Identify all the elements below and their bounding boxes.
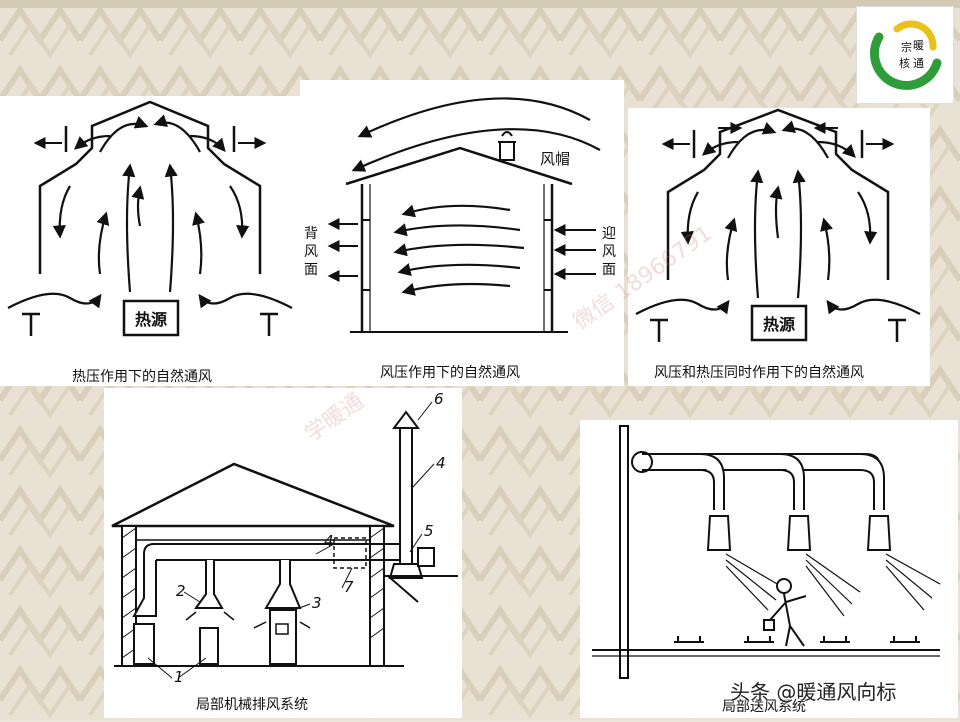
logo-char-1: 宗 <box>901 40 912 54</box>
logo-char-4: 核 <box>899 56 910 70</box>
footer-credit: 头条 @暖通风向标 <box>730 680 897 704</box>
local-exhaust-diagram: 1 2 3 4 4 5 6 7 <box>111 390 458 686</box>
caption-local-supply: 局部送风系统 <box>722 699 806 715</box>
heat-source-label-2: 热源 <box>763 315 795 334</box>
local-supply-diagram <box>592 425 941 679</box>
label-number-2: 2 <box>176 582 186 600</box>
panel-wind-pressure: 风帽 背 风 面 迎 风 面 风压作用下的自然通风 <box>300 80 624 386</box>
windward-char-2: 风 <box>602 244 616 260</box>
caption-local-exhaust: 局部机械排风系统 <box>196 697 308 713</box>
label-number-3: 3 <box>312 594 322 612</box>
panel-thermal-pressure: 热源 热压作用下的自然通风 <box>0 96 300 386</box>
label-number-4b: 4 <box>324 532 334 550</box>
panel-local-supply: 局部送风系统 <box>580 420 958 718</box>
caption-combined-pressure: 风压和热压同时作用下的自然通风 <box>654 365 864 381</box>
logo-char-2: 暖 <box>913 39 924 52</box>
wind-cap-label: 风帽 <box>540 150 570 168</box>
caption-thermal-pressure: 热压作用下的自然通风 <box>72 369 212 385</box>
panel-local-exhaust: 1 2 3 4 4 5 6 7 局部机械排风系统 <box>104 388 462 718</box>
wind-pressure-diagram: 风帽 背 风 面 迎 风 面 <box>304 97 616 333</box>
logo-char-3: 通 <box>913 57 924 70</box>
heat-source-label: 热源 <box>135 310 167 329</box>
combined-pressure-diagram: 热源 <box>635 108 921 342</box>
caption-wind-pressure: 风压作用下的自然通风 <box>380 365 520 381</box>
windward-char-1: 迎 <box>602 226 616 242</box>
label-number-7: 7 <box>344 578 354 596</box>
brand-logo: 宗 暖 核 通 <box>856 6 954 104</box>
leeward-char-2: 风 <box>304 244 318 260</box>
leeward-char-3: 面 <box>304 262 318 278</box>
label-number-5: 5 <box>424 522 434 540</box>
panel-combined-pressure: 热源 风压和热压同时作用下的自然通风 <box>628 108 930 386</box>
label-number-4: 4 <box>436 454 446 472</box>
label-number-6: 6 <box>434 390 444 408</box>
windward-char-3: 面 <box>602 262 616 278</box>
leeward-char-1: 背 <box>304 226 318 242</box>
thermal-pressure-diagram: 热源 <box>7 100 293 337</box>
